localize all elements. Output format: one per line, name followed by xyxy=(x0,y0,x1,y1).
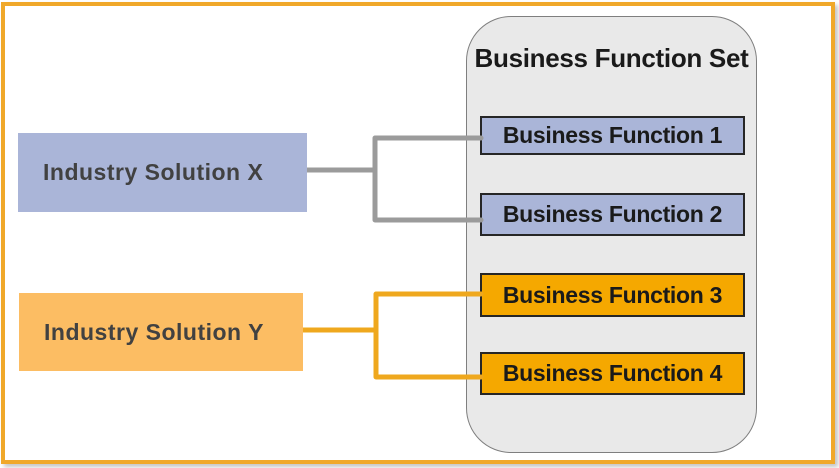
business-function-set-container: Business Function Set Business Function … xyxy=(466,16,757,453)
business-function-1-box: Business Function 1 xyxy=(480,116,745,155)
industry-solution-y-box: Industry Solution Y xyxy=(19,293,303,371)
business-function-3-box: Business Function 3 xyxy=(480,273,745,317)
industry-solution-x-box: Industry Solution X xyxy=(18,133,307,212)
industry-solution-x-label: Industry Solution X xyxy=(43,159,264,185)
industry-solution-y-label: Industry Solution Y xyxy=(44,318,264,345)
business-function-set-title: Business Function Set xyxy=(474,43,749,73)
business-function-2-box: Business Function 2 xyxy=(480,193,745,236)
business-function-4-box: Business Function 4 xyxy=(480,352,745,395)
